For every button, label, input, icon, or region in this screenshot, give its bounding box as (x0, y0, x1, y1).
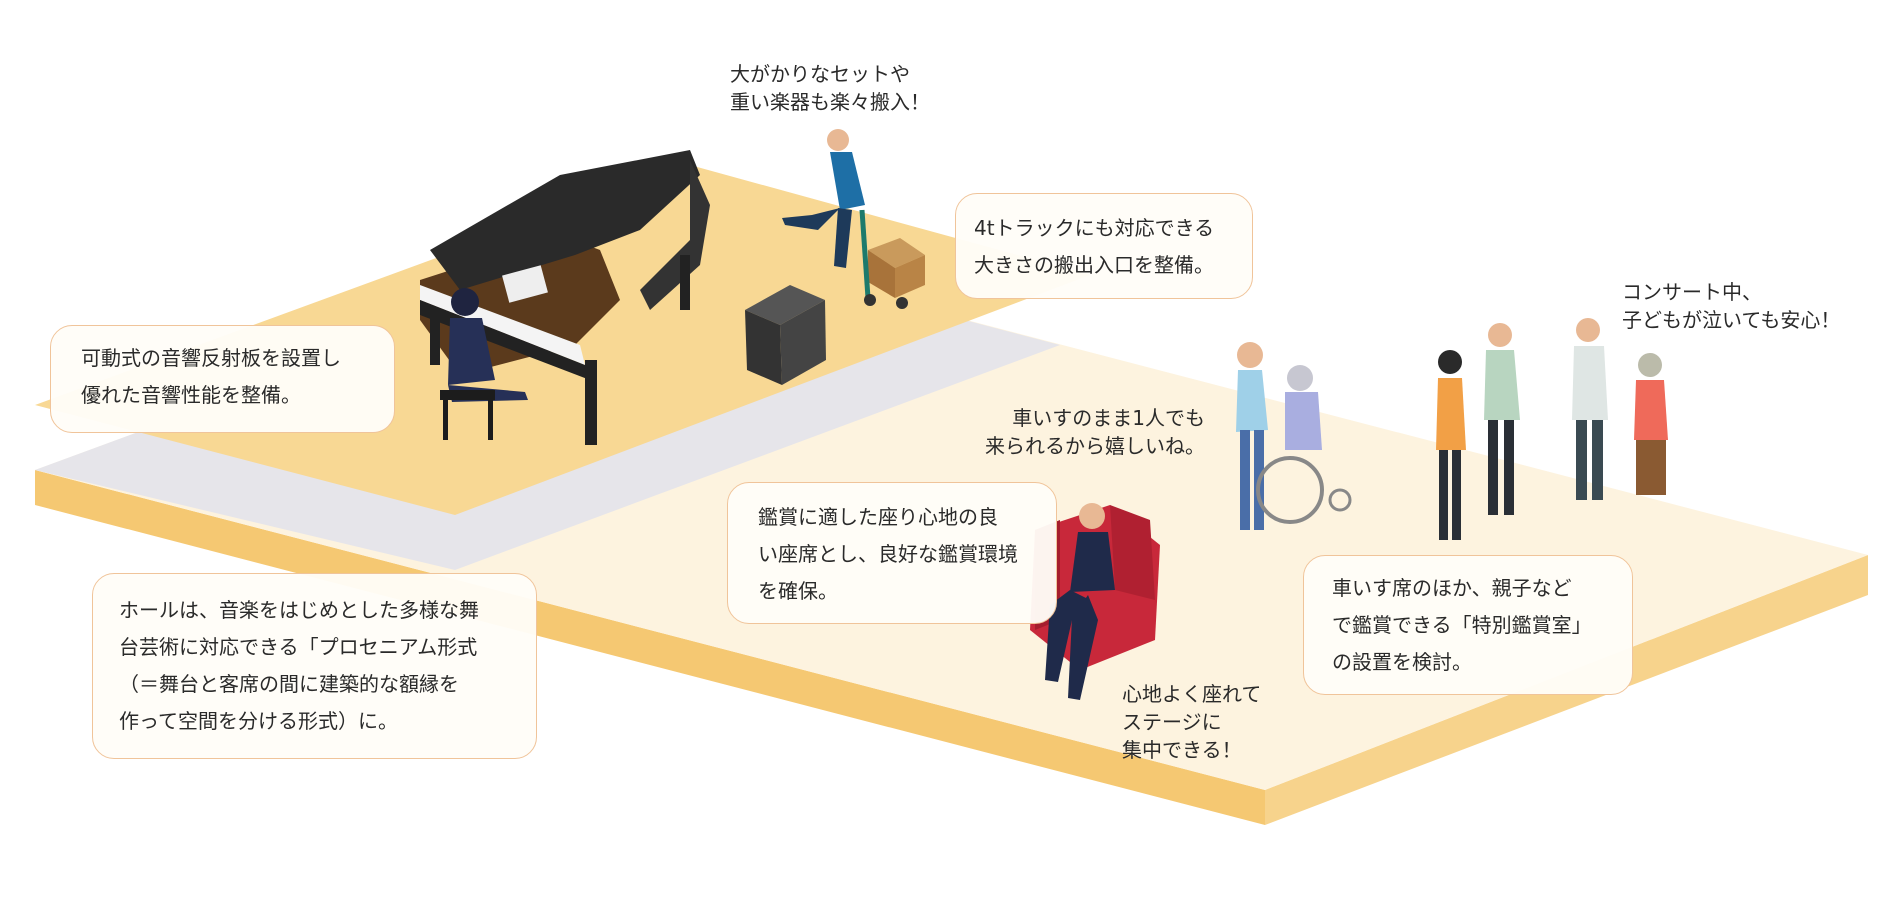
callout-loading-entrance: 4tトラックにも対応できる 大きさの搬出入口を整備。 (955, 193, 1253, 299)
callout-special-room: 車いす席のほか、親子など で鑑賞できる「特別鑑賞室」 の設置を検討。 (1303, 555, 1633, 695)
voice-concert: コンサート中、 子どもが泣いても安心！ (1622, 280, 1841, 332)
voice-wheelchair: 車いすのまま1人でも 来られるから嬉しいね。 (985, 406, 1205, 458)
wheelchair-group (1236, 342, 1352, 530)
callout-proscenium: ホールは、音楽をはじめとした多様な舞 台芸術に対応できる「プロセニアム形式 （＝… (92, 573, 537, 759)
callout-seats: 鑑賞に適した座り心地の良 い座席とし、良好な鑑賞環境 を確保。 (727, 482, 1057, 624)
mover-with-cart (782, 129, 925, 309)
voice-comfort: 心地よく座れて ステージに 集中できる！ (1122, 682, 1262, 762)
pianist (440, 288, 528, 440)
voice-cart: 大がかりなセットや 重い楽器も楽々搬入！ (730, 62, 930, 114)
family-group (1436, 318, 1668, 540)
platform-side-left (35, 470, 1265, 825)
amplifier (745, 285, 826, 385)
callout-reflector: 可動式の音響反射板を設置し 優れた音響性能を整備。 (50, 325, 395, 433)
